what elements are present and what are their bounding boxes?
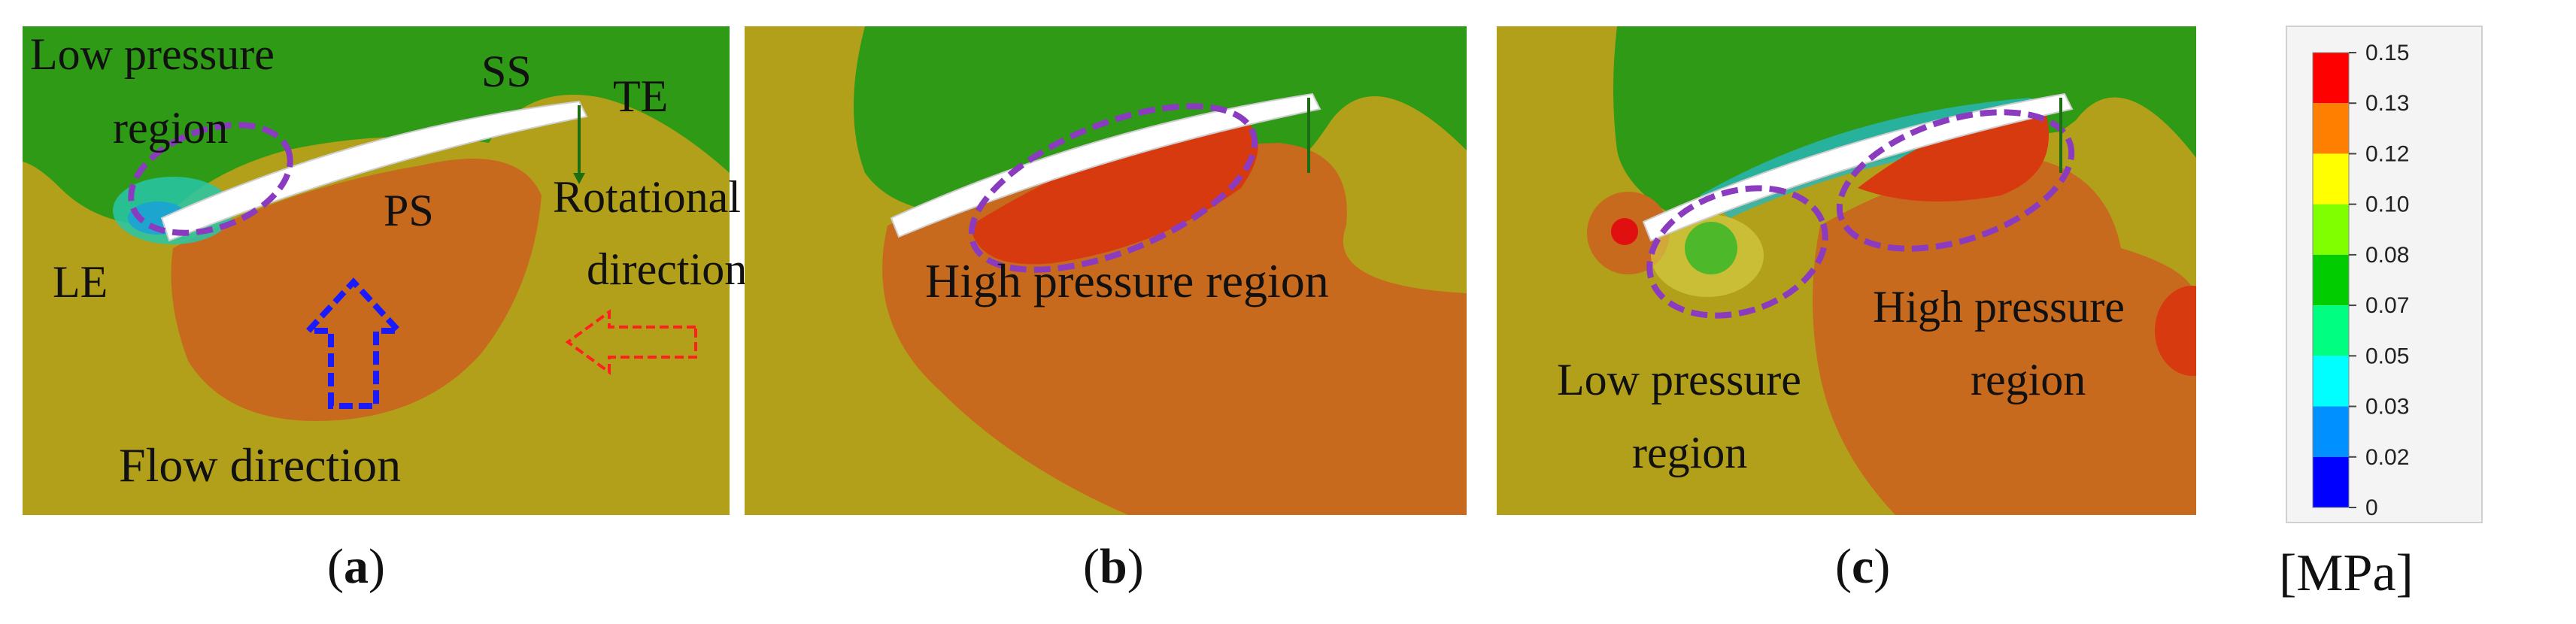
caption-b-letter: b [1100,539,1127,594]
label-low-pressure-a-2: region [113,103,228,153]
colorbar-swatch [2313,356,2349,407]
colorbar-swatch [2313,305,2349,356]
caption-a: (a) [327,539,385,594]
label-flow-direction: Flow direction [119,438,401,492]
label-rotational-1: Rotational [553,172,741,222]
colorbar-tick-label: 0.03 [2365,395,2409,420]
label-high-pressure-b: High pressure region [925,254,1329,307]
panel-b-contour [745,26,1467,515]
label-low-pressure-a-1: Low pressure [30,29,275,79]
label-le: LE [53,257,108,307]
label-high-pressure-c-1: High pressure [1873,282,2125,332]
label-rotational-2: direction [587,244,747,294]
colorbar-tick-label: 0 [2365,495,2378,520]
colorbar-unit: [MPa] [2279,544,2414,602]
colorbar-tick-label: 0.05 [2365,344,2409,368]
colorbar-tick-label: 0.12 [2365,141,2409,166]
panel-c-contour [1497,26,2196,515]
caption-b: (b) [1083,539,1144,594]
caption-c: (c) [1835,539,1890,594]
colorbar-swatch [2313,53,2349,104]
label-ss: SS [481,47,532,96]
colorbar-swatches [2312,52,2350,508]
label-high-pressure-c-2: region [1971,355,2086,404]
colorbar-swatch [2313,406,2349,457]
colorbar: 0.15 0.13 0.12 0.10 0.08 0.07 0.05 0.03 0.02 0 [2286,26,2483,523]
svg-text:(c): (c) [1835,539,1890,594]
colorbar-swatch [2313,204,2349,255]
svg-text:(b): (b) [1083,539,1144,594]
colorbar-tick-label: 0.02 [2365,445,2409,470]
colorbar-tick-label: 0.07 [2365,293,2409,318]
caption-c-letter: c [1852,539,1874,594]
label-low-pressure-c-1: Low pressure [1557,355,1801,404]
caption-a-letter: a [344,539,369,594]
colorbar-swatch [2313,456,2349,507]
colorbar-swatch [2313,103,2349,154]
colorbar-tick-label: 0.08 [2365,243,2409,268]
colorbar-tick-label: 0.10 [2365,192,2409,217]
colorbar-swatch [2313,254,2349,306]
colorbar-tick-label: 0.13 [2365,91,2409,116]
panel-a-contour [23,26,730,515]
colorbar-swatch [2313,153,2349,204]
label-low-pressure-c-2: region [1632,428,1747,477]
label-ps: PS [384,186,434,235]
colorbar-tick-label: 0.15 [2365,41,2409,65]
label-te: TE [613,71,668,121]
svg-text:(a): (a) [327,539,385,594]
colorbar-ticks: 0.15 0.13 0.12 0.10 0.08 0.07 0.05 0.03 0.02 0 [2349,41,2409,520]
colorbar-outline [2312,52,2350,508]
